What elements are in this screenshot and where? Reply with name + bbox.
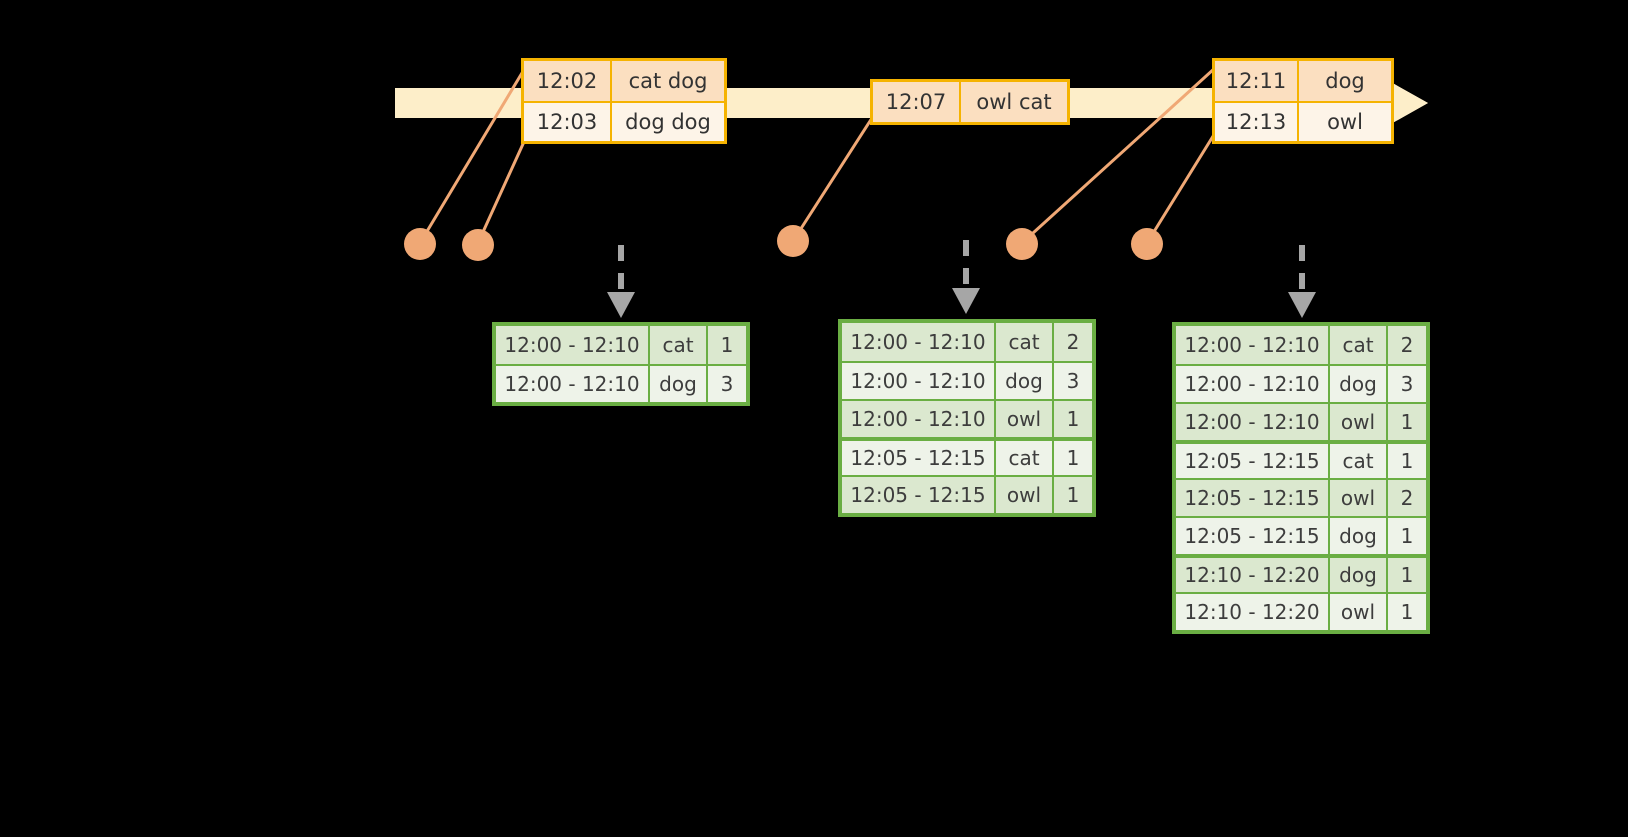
event-dot [777, 225, 809, 257]
cell-count: 3 [1388, 366, 1426, 402]
event-row[interactable]: 12:13 owl [1215, 101, 1391, 141]
cell-count: 2 [1388, 326, 1426, 364]
cell-count: 3 [708, 366, 746, 402]
cell-key: dog [1330, 366, 1388, 402]
event-words: cat dog [612, 61, 724, 101]
dashed-arrow-heads [607, 288, 1316, 318]
cell-key: owl [1330, 594, 1388, 630]
cell-window: 12:05 - 12:15 [1176, 444, 1330, 478]
cell-key: owl [996, 401, 1054, 437]
cell-window: 12:10 - 12:20 [1176, 594, 1330, 630]
event-time: 12:07 [873, 82, 961, 122]
cell-key: owl [996, 477, 1054, 513]
event-row[interactable]: 12:02 cat dog [524, 61, 724, 101]
event-box-group-1[interactable]: 12:02 cat dog 12:03 dog dog [521, 58, 727, 144]
event-row[interactable]: 12:11 dog [1215, 61, 1391, 101]
cell-count: 1 [1388, 558, 1426, 592]
dashed-arrows [618, 240, 1305, 294]
cell-count: 1 [1388, 594, 1426, 630]
cell-window: 12:10 - 12:20 [1176, 558, 1330, 592]
cell-window: 12:05 - 12:15 [842, 441, 996, 475]
event-dot [404, 228, 436, 260]
cell-key: cat [1330, 444, 1388, 478]
cell-window: 12:00 - 12:10 [496, 326, 650, 364]
cell-count: 1 [1054, 441, 1092, 475]
event-words: dog [1299, 61, 1391, 101]
event-time: 12:13 [1215, 103, 1299, 141]
event-time: 12:02 [524, 61, 612, 101]
event-time: 12:11 [1215, 61, 1299, 101]
event-row[interactable]: 12:03 dog dog [524, 101, 724, 141]
cell-window: 12:00 - 12:10 [1176, 366, 1330, 402]
event-dot [462, 229, 494, 261]
cell-key: cat [996, 323, 1054, 361]
cell-key: owl [1330, 480, 1388, 516]
cell-key: dog [1330, 558, 1388, 592]
cell-count: 1 [1054, 401, 1092, 437]
cell-window: 12:05 - 12:15 [1176, 480, 1330, 516]
cell-key: cat [996, 441, 1054, 475]
event-dot [1131, 228, 1163, 260]
cell-count: 1 [708, 326, 746, 364]
event-row[interactable]: 12:07 owl cat [873, 82, 1067, 122]
event-box-group-3[interactable]: 12:11 dog 12:13 owl [1212, 58, 1394, 144]
cell-key: dog [1330, 518, 1388, 554]
cell-window: 12:05 - 12:15 [842, 477, 996, 513]
cell-count: 1 [1388, 518, 1426, 554]
cell-count: 1 [1388, 444, 1426, 478]
event-box-group-2[interactable]: 12:07 owl cat [870, 79, 1070, 125]
cell-window: 12:00 - 12:10 [1176, 404, 1330, 440]
cell-key: owl [1330, 404, 1388, 440]
cell-window: 12:00 - 12:10 [496, 366, 650, 402]
cell-key: dog [650, 366, 708, 402]
cell-key: cat [1330, 326, 1388, 364]
cell-window: 12:05 - 12:15 [1176, 518, 1330, 554]
cell-count: 2 [1054, 323, 1092, 361]
cell-count: 3 [1054, 363, 1092, 399]
cell-key: dog [996, 363, 1054, 399]
cell-count: 1 [1054, 477, 1092, 513]
event-words: owl [1299, 103, 1391, 141]
event-dots [404, 225, 1163, 261]
event-words: owl cat [961, 82, 1067, 122]
cell-window: 12:00 - 12:10 [1176, 326, 1330, 364]
cell-count: 1 [1388, 404, 1426, 440]
cell-window: 12:00 - 12:10 [842, 363, 996, 399]
event-time: 12:03 [524, 103, 612, 141]
cell-count: 2 [1388, 480, 1426, 516]
event-dot [1006, 228, 1038, 260]
cell-window: 12:00 - 12:10 [842, 323, 996, 361]
cell-key: cat [650, 326, 708, 364]
event-words: dog dog [612, 103, 724, 141]
cell-window: 12:00 - 12:10 [842, 401, 996, 437]
